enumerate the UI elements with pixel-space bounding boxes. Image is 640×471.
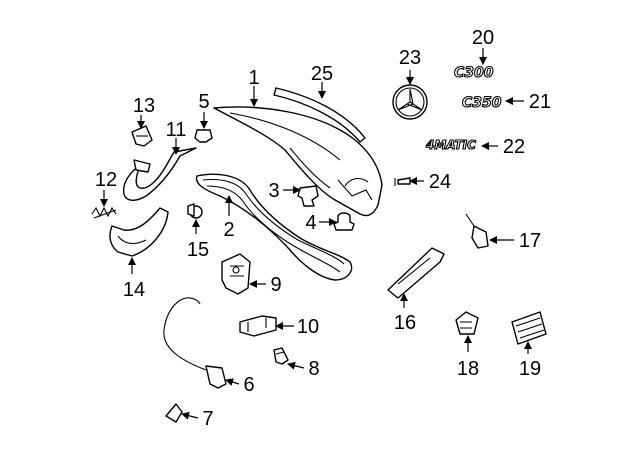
sensor-part <box>465 213 489 249</box>
leader-6 <box>225 378 240 386</box>
bracket-part-13 <box>131 125 153 147</box>
fastener-part-15 <box>187 203 203 219</box>
callout-14: 14 <box>123 279 145 301</box>
hinge-cover-part <box>109 207 169 257</box>
lamp-part <box>455 311 479 335</box>
callout-23: 23 <box>399 47 421 69</box>
leader-lines <box>100 48 532 420</box>
plate-part <box>511 311 547 345</box>
spring-part <box>91 206 117 219</box>
callout-22: 22 <box>503 136 525 158</box>
leader-8 <box>287 361 305 370</box>
callout-1: 1 <box>248 67 259 89</box>
callout-6: 6 <box>243 374 254 396</box>
latch-part <box>221 253 251 295</box>
callout-3: 3 <box>268 180 279 202</box>
callout-20: 20 <box>472 27 494 49</box>
callout-10: 10 <box>297 316 319 338</box>
callout-24: 24 <box>429 171 451 193</box>
leader-7 <box>181 411 199 420</box>
hinge-arm-part <box>122 147 197 201</box>
clip-part-5 <box>194 129 213 143</box>
clip-part-24 <box>394 177 411 186</box>
trunk-lid-part <box>213 106 383 217</box>
bumper-clip-part <box>297 185 319 207</box>
callout-11: 11 <box>166 119 187 141</box>
callout-12: 12 <box>95 169 117 191</box>
callout-5: 5 <box>198 91 209 113</box>
callout-16: 16 <box>394 312 416 334</box>
handle-part <box>239 315 277 337</box>
callout-13: 13 <box>133 95 155 117</box>
callout-17: 17 <box>519 230 541 252</box>
callout-21: 21 <box>529 91 551 113</box>
callout-15: 15 <box>187 239 209 261</box>
spoiler-strip-part <box>273 87 366 143</box>
callout-7: 7 <box>202 408 213 430</box>
callout-19: 19 <box>519 358 541 380</box>
callout-18: 18 <box>457 358 479 380</box>
release-cable-part <box>163 297 227 389</box>
callout-2: 2 <box>223 219 234 241</box>
emblem-4matic-text: 4MATIC <box>425 138 476 152</box>
star-emblem-part <box>392 84 428 120</box>
emblem-c300-text: C300 <box>454 65 494 81</box>
emblem-c350-text: C350 <box>462 95 502 111</box>
stop-buffer-part <box>333 212 355 231</box>
callout-25: 25 <box>311 63 333 85</box>
callout-9: 9 <box>270 274 281 296</box>
callout-8: 8 <box>308 358 319 380</box>
callout-4: 4 <box>305 212 316 234</box>
trim-strip-part <box>387 247 445 299</box>
bolt-part <box>273 347 289 365</box>
clip-part-7 <box>165 403 183 423</box>
